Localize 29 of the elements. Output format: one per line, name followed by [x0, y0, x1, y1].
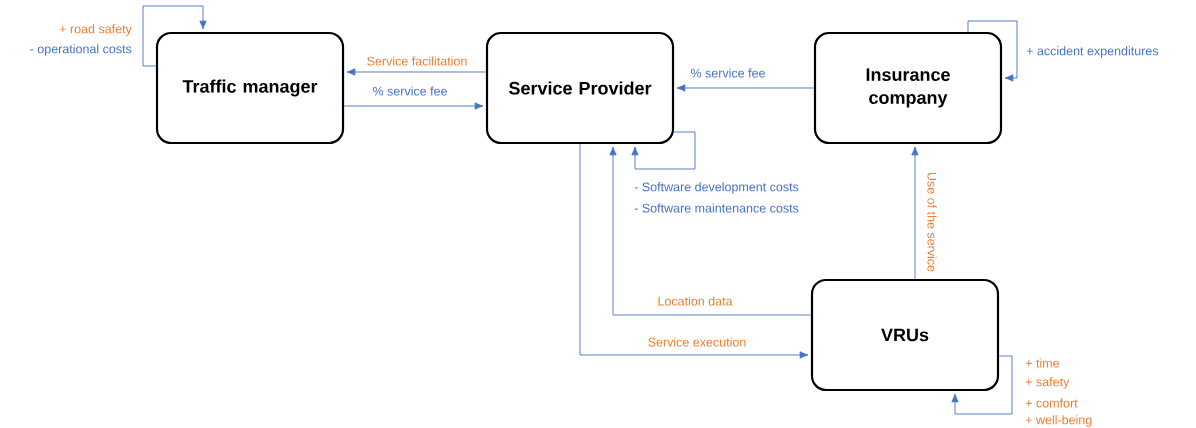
- arrow: [676, 84, 815, 92]
- edge-label: Location data: [656, 294, 735, 308]
- edge-label: % service fee: [371, 84, 450, 98]
- effect-label: + time: [1025, 358, 1059, 368]
- arrow: [609, 146, 812, 316]
- arrow: [346, 68, 487, 76]
- arrow: [579, 143, 809, 359]
- loop-arrow: [142, 5, 207, 67]
- entity-box: Traffic manager: [155, 31, 345, 145]
- effect-label: + well-being: [1025, 415, 1092, 427]
- effect-label: + road safety: [59, 24, 132, 36]
- entity-box: Service Provider: [485, 31, 675, 145]
- loop-arrow: [951, 355, 1013, 415]
- effect-label: - operational costs: [30, 44, 132, 56]
- edge-label: Use of the service: [925, 170, 939, 274]
- edge-label: % service fee: [689, 66, 767, 80]
- effect-label: + comfort: [1025, 398, 1078, 408]
- effect-label: - Software development costs: [634, 182, 799, 194]
- arrow: [911, 146, 919, 280]
- loop-arrow: [631, 131, 696, 170]
- edge-label: Service facilitation: [365, 54, 469, 68]
- edge-label: Service execution: [646, 335, 748, 349]
- effect-label: - Software maintenance costs: [634, 203, 799, 213]
- arrow: [343, 102, 484, 110]
- effect-label: + accident expenditures: [1026, 46, 1159, 58]
- entity-box: Insurance company: [813, 31, 1003, 145]
- loop-arrow: [967, 20, 1018, 82]
- effect-label: + safety: [1025, 377, 1070, 389]
- entity-box: VRUs: [810, 278, 1000, 392]
